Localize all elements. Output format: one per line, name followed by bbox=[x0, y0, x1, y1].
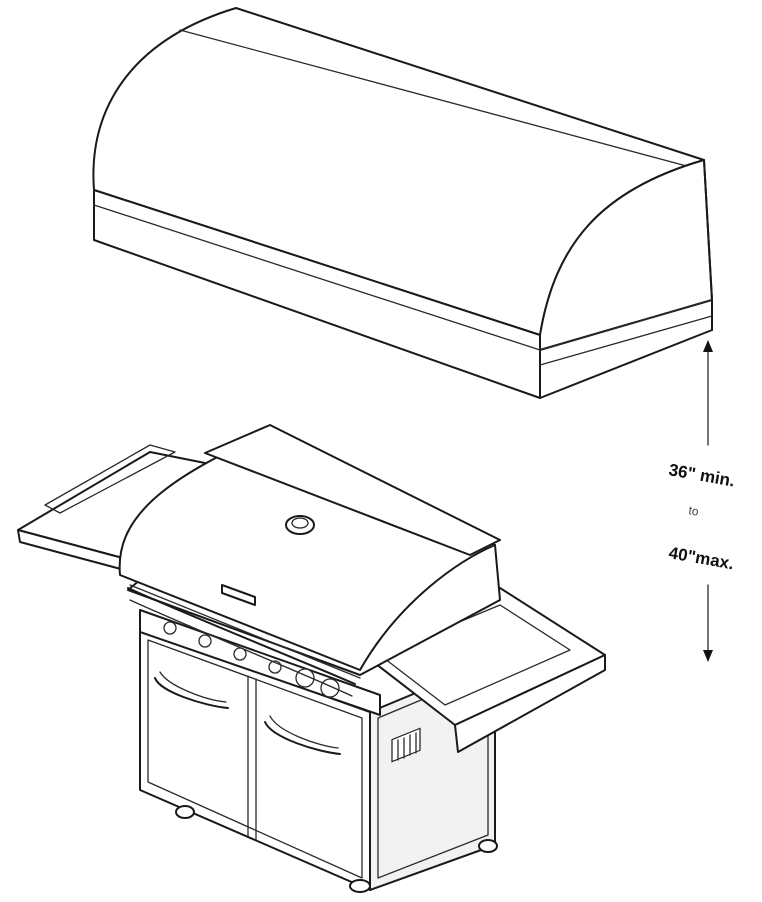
control-knobs bbox=[163, 621, 340, 698]
gas-grill bbox=[17, 424, 606, 893]
temperature-gauge bbox=[285, 515, 315, 535]
caster bbox=[349, 879, 371, 893]
caster bbox=[175, 805, 195, 819]
caster bbox=[478, 839, 498, 853]
lid-handle bbox=[127, 587, 356, 685]
right-door-handle bbox=[264, 721, 341, 755]
clearance-dimension: 36" min. to 40"max. bbox=[667, 340, 736, 662]
dimension-arrow-top bbox=[703, 340, 713, 352]
dimension-max-label: 40"max. bbox=[667, 543, 735, 573]
dimension-to-label: to bbox=[687, 503, 700, 519]
vent-hood bbox=[92, 7, 713, 399]
control-panel bbox=[139, 609, 381, 716]
left-door-handle bbox=[154, 677, 229, 709]
dimension-arrow-bottom bbox=[703, 650, 713, 662]
side-vent-grille bbox=[391, 727, 421, 763]
grill-badge bbox=[221, 584, 256, 606]
dimension-min-label: 36" min. bbox=[667, 460, 736, 490]
